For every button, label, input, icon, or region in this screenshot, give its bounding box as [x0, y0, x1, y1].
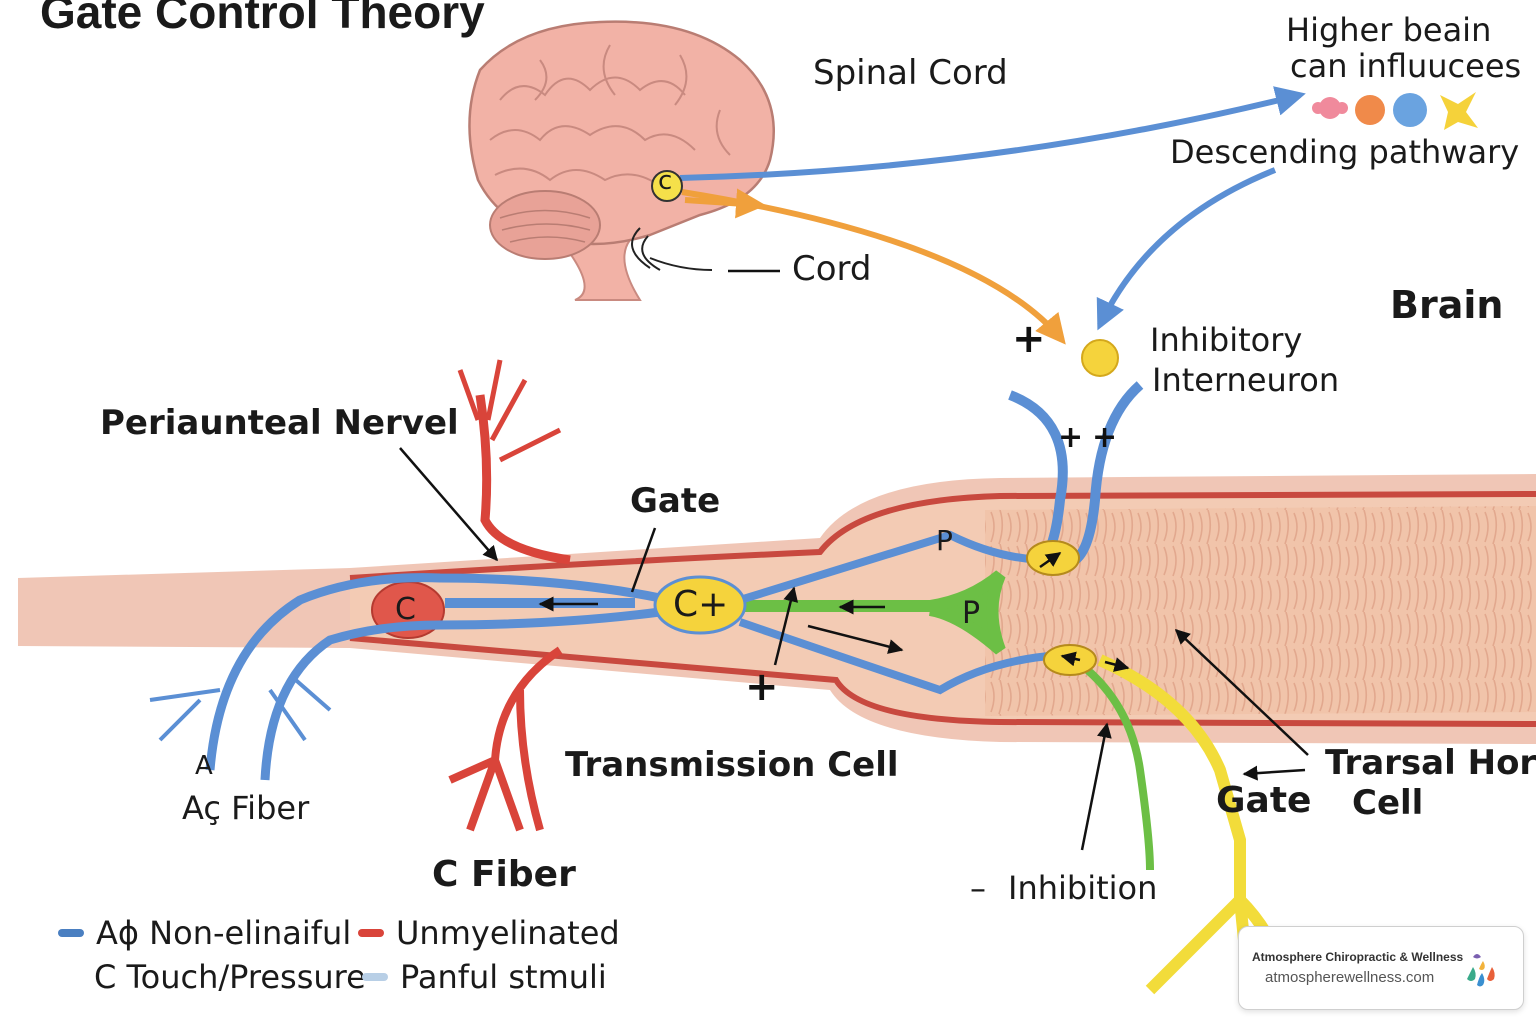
watermark-url: atmospherewellness.com [1265, 969, 1435, 986]
spinal-cord-label: Spinal Cord [813, 53, 1008, 93]
transmission-cell-label: Transmission Cell [565, 745, 899, 785]
higher-brain-label-2: can influucees [1290, 47, 1522, 85]
legend-swatch-blue [58, 929, 84, 937]
cord-label: Cord [792, 249, 872, 289]
descending-pathway-label: Descending pathwary [1170, 133, 1520, 171]
gate-cell [653, 575, 747, 635]
legend-label: Aϕ Non-elinaiful [96, 914, 352, 952]
legend-label: C Touch/Pressure [94, 958, 366, 996]
higher-brain-label-1: Higher beain [1286, 11, 1492, 49]
plus-sign-mid: + [745, 664, 779, 710]
red-c-label: C [395, 592, 416, 627]
blue-p-label: P [936, 524, 953, 557]
a-mark-label: A [195, 751, 213, 781]
green-fiber-down [1072, 656, 1154, 871]
legend-item-a-fiber: Aϕ Non-elinaiful [58, 914, 351, 952]
legend-swatch-red [358, 929, 384, 937]
inhibition-label: Inhibition [1008, 869, 1158, 907]
periaunteal-nerve-label: Periaunteal Nervel [100, 403, 459, 443]
diagram-title: Gate Control Theory [40, 0, 485, 38]
brain-label: Brain [1390, 283, 1504, 327]
gate-node-lower [1043, 644, 1097, 676]
legend-label: Panful stmuli [400, 958, 607, 996]
ascending-blue-pathway [1096, 167, 1277, 331]
green-p-label: P [962, 596, 981, 631]
trarsal-horn-label-1: Trarsal Horn [1325, 743, 1536, 783]
a-fiber-label: Aç Fiber [182, 789, 310, 827]
gate-bottom-label: Gate [1216, 780, 1312, 821]
plus-sign-dendrite-left: + [1058, 420, 1084, 455]
legend-swatch-light-blue [362, 973, 388, 981]
c-fiber-label: C Fiber [432, 854, 576, 895]
influence-icons [1312, 92, 1478, 130]
trarsal-horn-label-2: Cell [1352, 783, 1424, 823]
brain-c-node [651, 170, 683, 202]
inhibitory-label-1: Inhibitory [1150, 321, 1303, 359]
legend-item-painful: Panful stmuli [362, 958, 607, 996]
legend-item-unmyelinated: Unmyelinated [358, 914, 620, 952]
descending-blue-pathway [679, 86, 1306, 181]
brain-c-label: c [658, 166, 673, 196]
green-pathway [745, 570, 1006, 655]
plus-sign-dendrite-right: + [1092, 420, 1118, 455]
legend-label: Unmyelinated [396, 914, 620, 952]
brain-illustration [468, 20, 775, 301]
gate-top-label: Gate [630, 481, 721, 521]
inhibitory-label-2: Interneuron [1152, 361, 1340, 399]
gate-c-label: C+ [673, 584, 729, 625]
watermark-name: Atmosphere Chiropractic & Wellness [1252, 950, 1464, 964]
inhibitory-interneuron [1081, 339, 1119, 377]
inhibition-sign: – [970, 869, 986, 907]
plus-sign-top: + [1012, 316, 1046, 362]
legend-item-touch: C Touch/Pressure [94, 958, 366, 996]
blue-dendrite-right [1071, 381, 1144, 565]
watermark-card: Atmosphere Chiropractic & Wellness atmos… [1238, 926, 1524, 1010]
pointer-arrows [399, 269, 1309, 851]
descending-orange-pathway [681, 189, 1066, 345]
atmosphere-logo-icon [1467, 954, 1495, 987]
